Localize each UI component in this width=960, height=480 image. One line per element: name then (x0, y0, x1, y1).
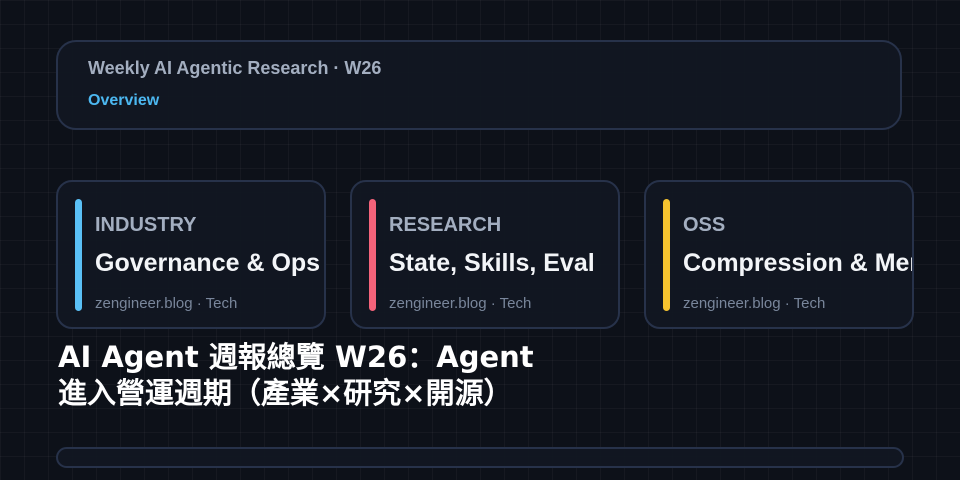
card-research[interactable]: RESEARCH State, Skills, Eval zengineer.b… (350, 180, 620, 329)
card-accent-bar (75, 199, 82, 311)
page-title-line: 進入營運週期（產業×研究×開源） (58, 376, 513, 410)
page-title-line: AI Agent 週報總覽 W26：Agent (58, 340, 534, 374)
card-accent-bar (663, 199, 670, 311)
card-accent-bar (369, 199, 376, 311)
card-source: zengineer.blog · Tech (683, 295, 826, 312)
header-title: Weekly AI Agentic Research · W26 (88, 58, 382, 78)
card-oss[interactable]: OSS Compression & Memory zengineer.blog … (644, 180, 914, 329)
card-industry[interactable]: INDUSTRY Governance & Ops zengineer.blog… (56, 180, 326, 329)
header-subtitle: Overview (88, 92, 160, 109)
card-source: zengineer.blog · Tech (389, 295, 532, 312)
card-tag: OSS (683, 214, 726, 236)
card-source: zengineer.blog · Tech (95, 295, 238, 312)
header-card: Weekly AI Agentic Research · W26 Overvie… (56, 40, 902, 130)
page-title: AI Agent 週報總覽 W26：Agent 進入營運週期（產業×研究×開源） (58, 339, 534, 411)
card-headline: State, Skills, Eval (389, 249, 595, 277)
card-headline: Governance & Ops (95, 249, 321, 277)
card-headline: Compression & Memory (683, 249, 912, 277)
card-tag: INDUSTRY (95, 214, 197, 236)
bottom-panel (56, 447, 904, 468)
card-tag: RESEARCH (389, 214, 502, 236)
